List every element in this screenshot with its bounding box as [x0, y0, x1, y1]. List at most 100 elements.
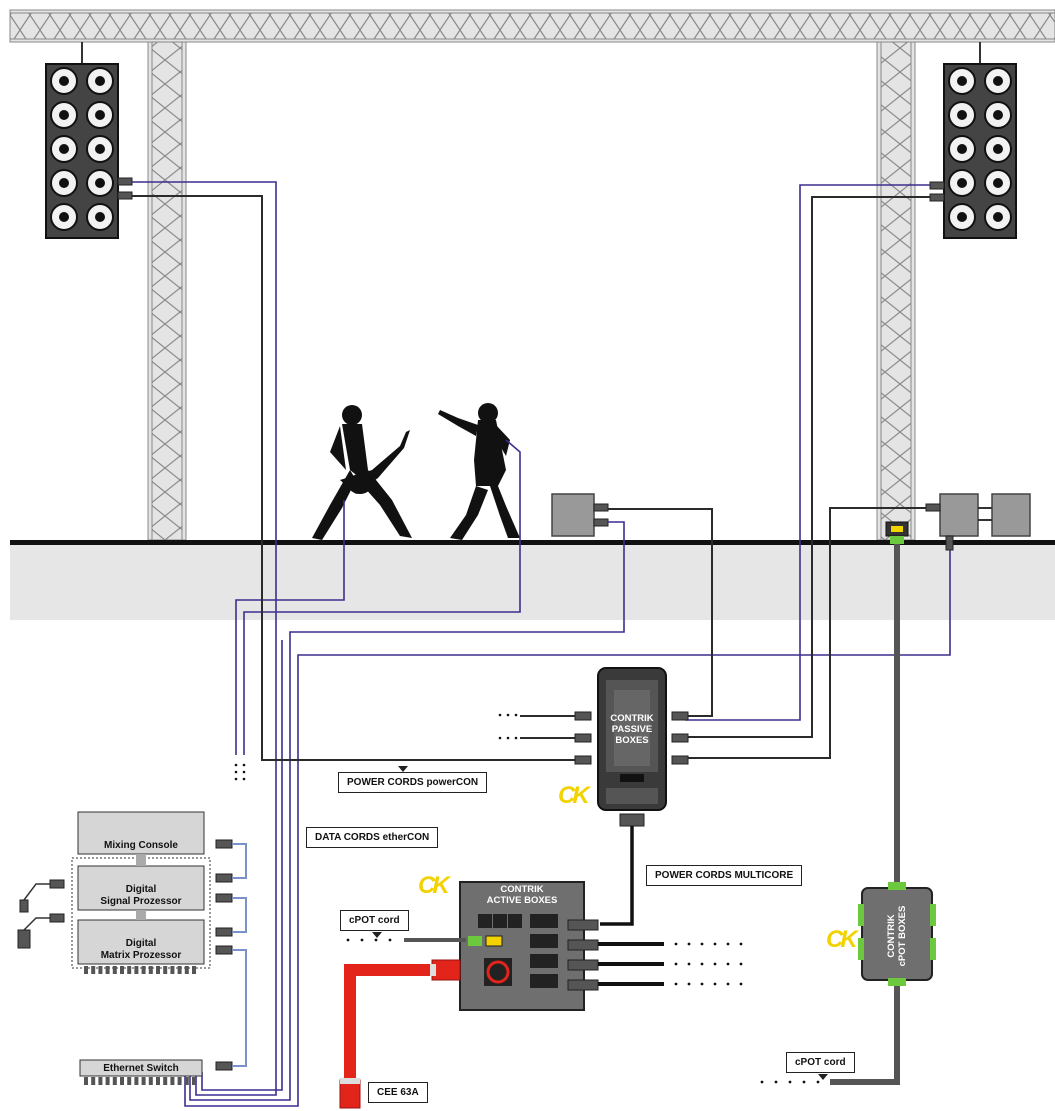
- rack-pin: [184, 1077, 189, 1085]
- rack-pin: [127, 966, 132, 974]
- rack-pin: [98, 966, 103, 974]
- input-connectors: [17, 879, 65, 949]
- rack-pin: [141, 966, 146, 974]
- rack-pin: [112, 966, 117, 974]
- passive-box-label: CONTRIK PASSIVE BOXES: [610, 713, 654, 746]
- output-dots: [674, 942, 743, 986]
- speaker-dustcap: [993, 144, 1003, 154]
- output-dot: [674, 982, 678, 986]
- output-dot: [700, 962, 704, 966]
- rack-pin: [184, 966, 189, 974]
- speaker-dustcap: [957, 178, 967, 188]
- label-cpot-cord-left: cPOT cord: [340, 910, 409, 931]
- floor-cpot-socket: [885, 521, 909, 544]
- stage-edge: [10, 540, 1055, 545]
- signal-processor-label: Digital Signal Prozessor: [100, 884, 182, 907]
- rack-pin: [120, 966, 124, 974]
- pointer-powercon: [398, 766, 408, 772]
- stage-box-center: [551, 493, 609, 537]
- cpot-cable-down: [830, 986, 900, 1085]
- output-dot: [687, 982, 691, 986]
- output-dot: [739, 942, 743, 946]
- speaker-stack-left: [45, 42, 119, 239]
- rack-pin: [120, 1077, 124, 1085]
- rack-pin: [163, 966, 168, 974]
- power-cables: [132, 195, 930, 761]
- output-dot: [739, 982, 743, 986]
- speaker-dustcap: [957, 76, 967, 86]
- output-dot: [700, 942, 704, 946]
- truss-pillar-left: [147, 41, 187, 541]
- speaker-dustcap: [59, 144, 69, 154]
- rack-pin: [192, 1077, 196, 1085]
- active-box-label: CONTRIK ACTIVE BOXES: [486, 884, 558, 906]
- cpot-right-dots: [760, 1080, 820, 1084]
- mixing-console-label: Mixing Console: [104, 840, 178, 851]
- rack-pin: [91, 1077, 96, 1085]
- truss-pillar-right: [876, 41, 916, 541]
- rack-pin: [105, 1077, 110, 1085]
- rack-pin: [141, 1077, 146, 1085]
- ethernet-switch-label: Ethernet Switch: [103, 1063, 179, 1074]
- rack-pin: [134, 1077, 139, 1085]
- stage-floor: [10, 544, 1055, 620]
- output-dot: [713, 982, 717, 986]
- speaker-dustcap: [95, 110, 105, 120]
- output-dot: [687, 962, 691, 966]
- output-dot: [687, 942, 691, 946]
- active-box-out-cables: [598, 942, 664, 986]
- rack-pin: [177, 966, 182, 974]
- label-data-cords-ethercon: DATA CORDS etherCON: [306, 827, 439, 848]
- rack-pin: [127, 1077, 132, 1085]
- rack-pin: [170, 966, 175, 974]
- speaker-stack-right: [943, 42, 1017, 239]
- output-dot: [713, 962, 717, 966]
- speaker-dustcap: [95, 76, 105, 86]
- speaker-dustcap: [993, 212, 1003, 222]
- blue-patch-cables: [232, 843, 247, 1067]
- output-dot: [700, 982, 704, 986]
- rack-pin: [148, 966, 153, 974]
- rack-pin: [163, 1077, 168, 1085]
- cpot-left-dots: [346, 938, 392, 942]
- rack-pin: [192, 966, 196, 974]
- cpot-box-label: CONTRIK cPOT BOXES: [886, 905, 908, 967]
- speaker-dustcap: [957, 110, 967, 120]
- rack-pin: [84, 966, 88, 974]
- output-dot: [726, 942, 730, 946]
- rack-devices: [71, 811, 211, 1077]
- rack-pins: [84, 966, 196, 1085]
- matrix-processor-label: Digital Matrix Prozessor: [100, 938, 182, 961]
- device-connectors: [215, 839, 233, 1071]
- pointer-cpot-left: [372, 932, 382, 938]
- label-cpot-cord-right: cPOT cord: [786, 1052, 855, 1073]
- data-cables: [132, 181, 951, 1107]
- rack-pin: [84, 1077, 88, 1085]
- speaker-dustcap: [59, 212, 69, 222]
- output-dot: [726, 962, 730, 966]
- rack-pin: [177, 1077, 182, 1085]
- contrik-passive-box: [574, 667, 689, 827]
- speaker-dustcap: [59, 76, 69, 86]
- output-dot: [713, 942, 717, 946]
- rack-pin: [105, 966, 110, 974]
- rack-pin: [98, 1077, 103, 1085]
- pointer-cpot-right: [818, 1074, 828, 1080]
- output-dot: [739, 962, 743, 966]
- label-power-cords-multicore: POWER CORDS MULTICORE: [646, 865, 803, 886]
- cable-ends-dotted: [234, 713, 518, 781]
- output-dot: [726, 982, 730, 986]
- speaker-dustcap: [993, 110, 1003, 120]
- speaker-dustcap: [59, 110, 69, 120]
- singer-silhouette: [438, 403, 520, 540]
- speaker-dustcap: [59, 178, 69, 188]
- input-cables: [23, 883, 62, 931]
- output-dot: [674, 962, 678, 966]
- rack-pin: [134, 966, 139, 974]
- rack-pin: [112, 1077, 117, 1085]
- stage-box-right: [925, 493, 1031, 551]
- speaker-dustcap: [95, 178, 105, 188]
- speaker-dustcap: [957, 212, 967, 222]
- contrik-cpot-box: [858, 882, 936, 986]
